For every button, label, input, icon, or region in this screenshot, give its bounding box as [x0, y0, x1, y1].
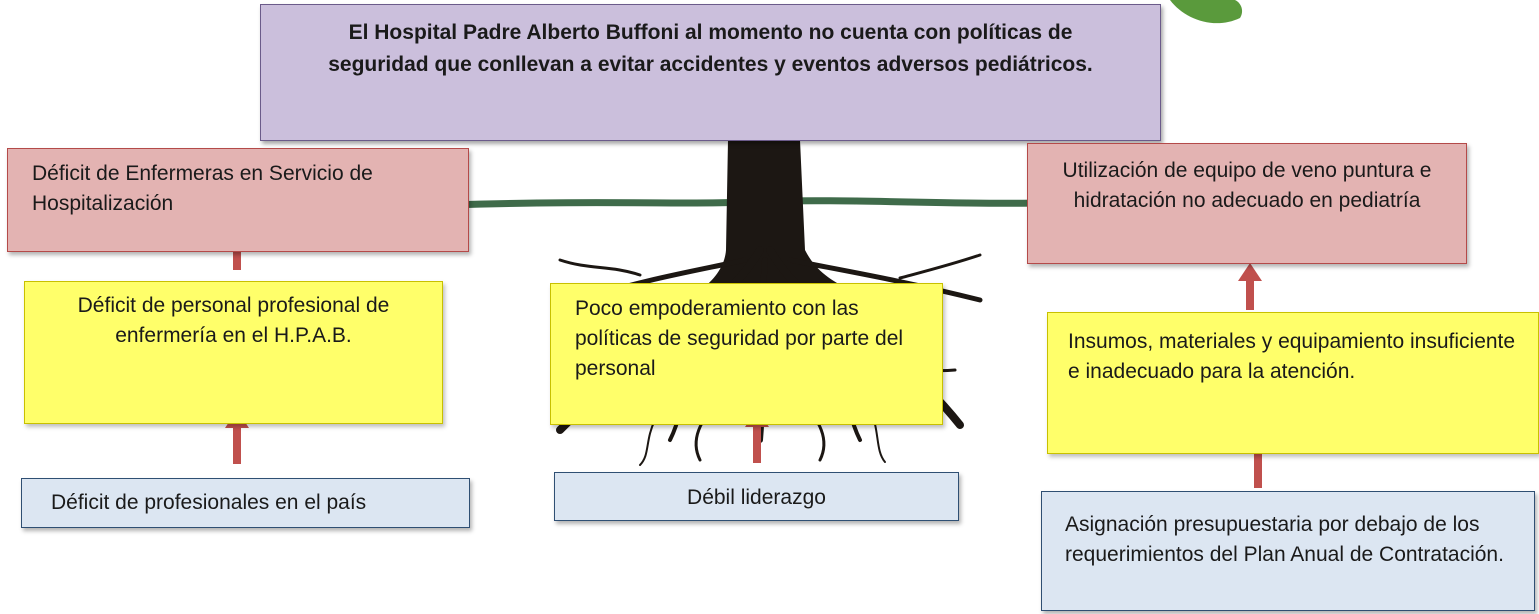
root-cause-text: Débil liderazgo [687, 486, 826, 509]
cause-text: Déficit de personal profesional de enfer… [77, 294, 390, 347]
effect-box-equipment-use: Utilización de equipo de veno puntura e … [1027, 143, 1467, 264]
central-problem-box: El Hospital Padre Alberto Buffoni al mom… [260, 4, 1161, 141]
cause-box-supplies: Insumos, materiales y equipamiento insuf… [1047, 312, 1539, 454]
cause-box-empowerment: Poco empoderamiento con las políticas de… [550, 283, 943, 425]
cause-text: Insumos, materiales y equipamiento insuf… [1068, 330, 1516, 383]
root-cause-text: Déficit de profesionales en el país [51, 491, 367, 514]
leaf-icon [1170, 0, 1243, 24]
root-cause-box-budget: Asignación presupuestaria por debajo de … [1041, 491, 1535, 611]
effect-text: Utilización de equipo de veno puntura e … [1062, 159, 1432, 212]
cause-box-staff-deficit: Déficit de personal profesional de enfer… [24, 281, 443, 424]
central-problem-text: El Hospital Padre Alberto Buffoni al mom… [328, 21, 1093, 76]
root-cause-box-leadership: Débil liderazgo [554, 472, 959, 521]
effect-box-nurse-deficit: Déficit de Enfermeras en Servicio de Hos… [7, 148, 469, 252]
tree-trunk [700, 140, 850, 290]
root-cause-text: Asignación presupuestaria por debajo de … [1065, 513, 1504, 566]
effect-text: Déficit de Enfermeras en Servicio de Hos… [32, 162, 373, 215]
arrow-up-icon [1238, 263, 1262, 310]
root-cause-box-country-deficit: Déficit de profesionales en el país [21, 478, 470, 528]
cause-text: Poco empoderamiento con las políticas de… [575, 297, 904, 380]
